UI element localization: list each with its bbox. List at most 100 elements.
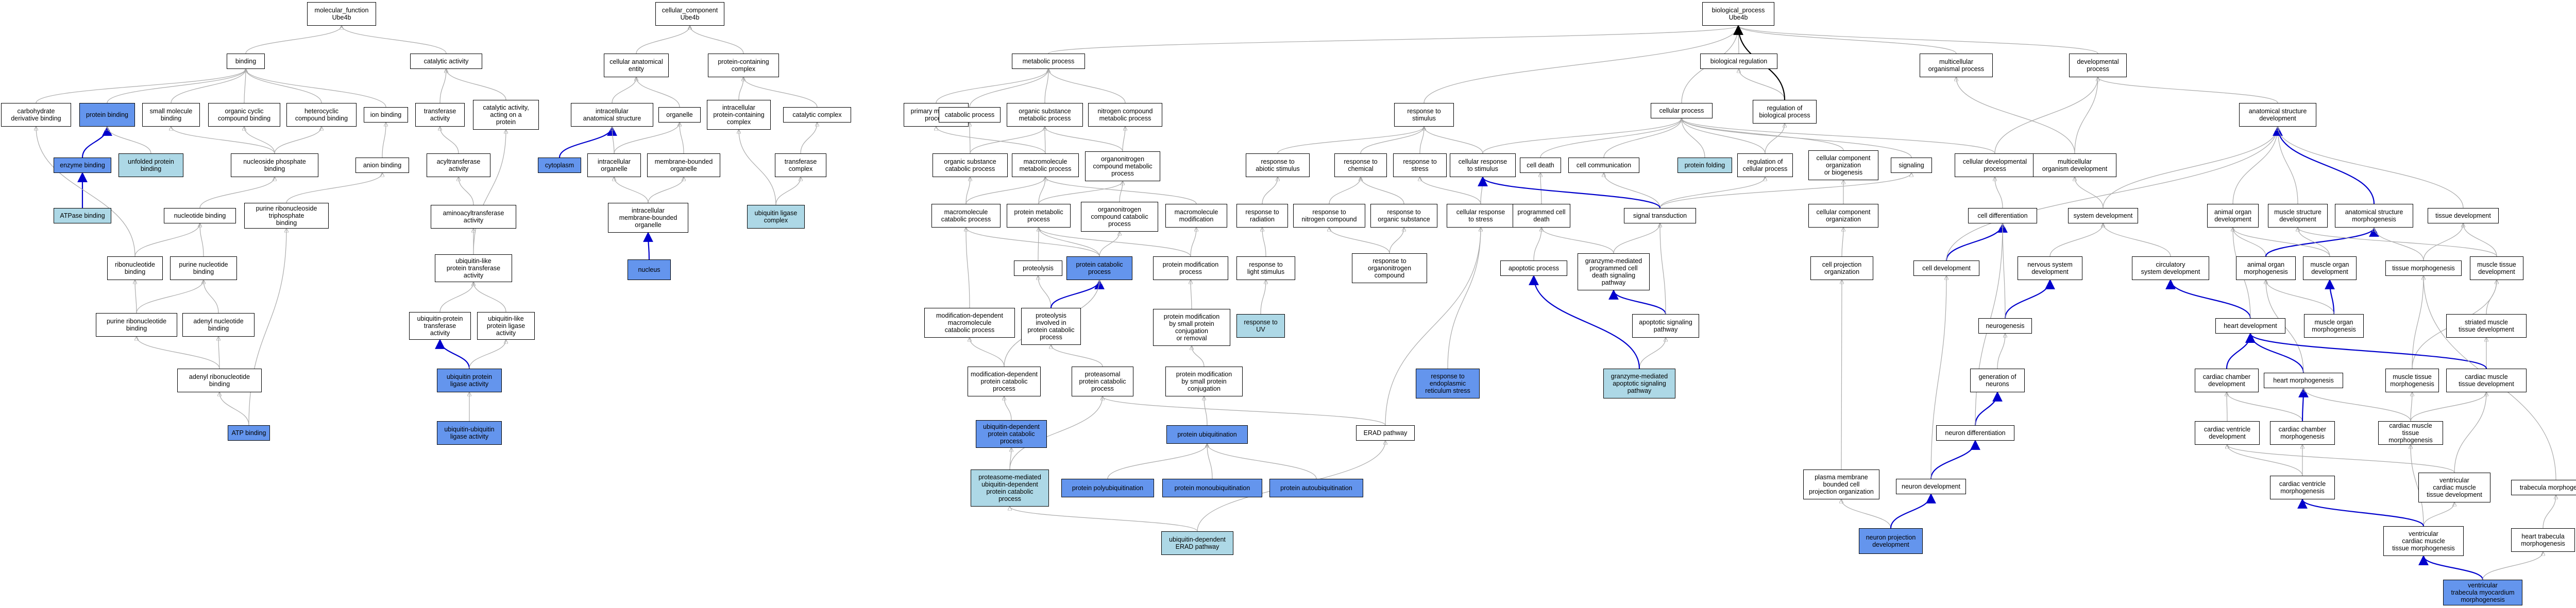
node-celldeath[interactable]: cell death bbox=[1520, 158, 1561, 173]
node-cytoplasm[interactable]: cytoplasm bbox=[538, 158, 581, 173]
node-anion[interactable]: anion binding bbox=[355, 158, 409, 173]
node-enzbind[interactable]: enzyme binding bbox=[54, 158, 111, 173]
node-cellcomm[interactable]: cell communication bbox=[1568, 158, 1639, 173]
node-catcx[interactable]: catalytic complex bbox=[783, 107, 851, 123]
node-organelle[interactable]: organelle bbox=[658, 107, 701, 123]
node-nucleotide[interactable]: nucleotide binding bbox=[164, 208, 236, 223]
node-celldiff[interactable]: cell differentiation bbox=[1968, 208, 2037, 223]
node-signaling[interactable]: signaling bbox=[1891, 158, 1932, 173]
node-autoub[interactable]: protein autoubiquitination bbox=[1269, 479, 1363, 497]
node-catab[interactable]: catabolic process bbox=[939, 107, 1001, 123]
node-protfold[interactable]: protein folding bbox=[1677, 158, 1732, 173]
node-apoptotic[interactable]: apoptotic process bbox=[1500, 260, 1567, 276]
node-neurondev[interactable]: neuron development bbox=[1896, 479, 1966, 494]
node-heartmorph[interactable]: heart morphogenesis bbox=[2264, 373, 2343, 388]
node-atpase[interactable]: ATPase binding bbox=[54, 208, 111, 223]
node-proteolysis[interactable]: proteolysis bbox=[1014, 260, 1062, 276]
node-binding[interactable]: binding bbox=[227, 54, 265, 69]
node-monoub[interactable]: protein monoubiquitination bbox=[1162, 479, 1262, 497]
node-systemdev[interactable]: system development bbox=[2068, 208, 2138, 223]
node-sigtrans[interactable]: signal transduction bbox=[1624, 208, 1696, 223]
node-nucleus[interactable]: nucleus bbox=[628, 259, 671, 280]
node-ionbind[interactable]: ion binding bbox=[364, 107, 408, 123]
node-celldev[interactable]: cell development bbox=[1913, 260, 1979, 276]
